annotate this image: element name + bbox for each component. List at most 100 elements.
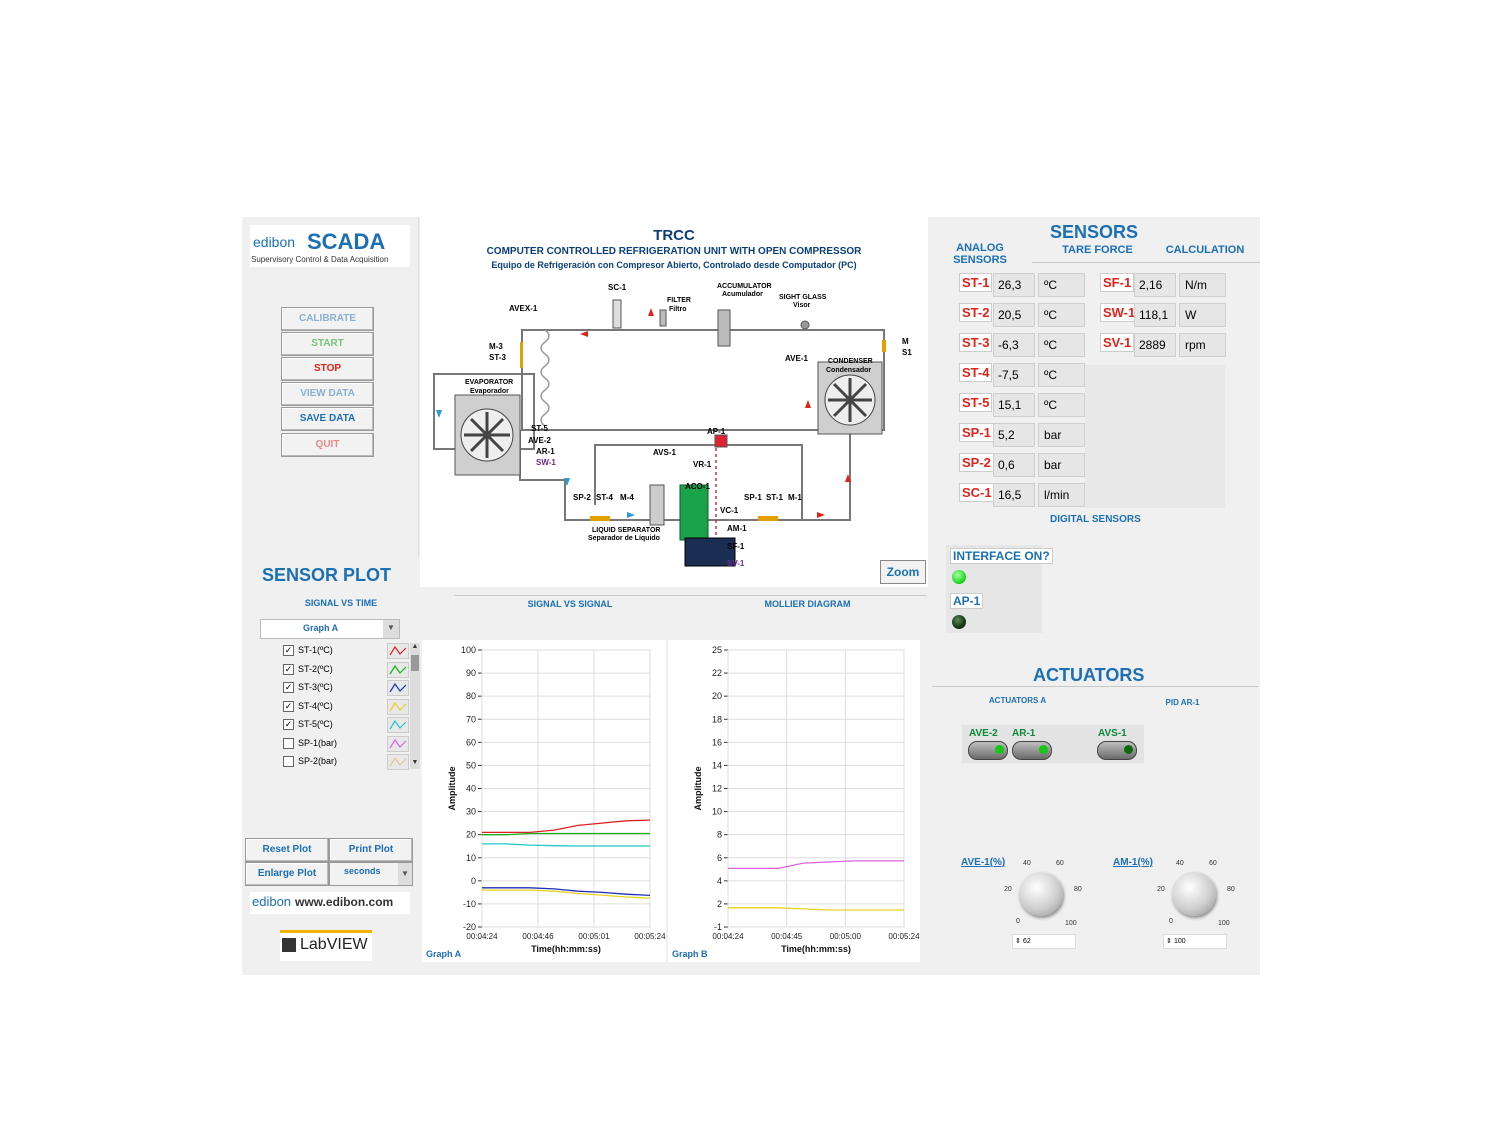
s1-probe bbox=[882, 340, 886, 352]
tab-pid-ar1[interactable]: PID AR-1 bbox=[1165, 698, 1200, 707]
channel-checkbox[interactable]: ✓ bbox=[283, 645, 294, 657]
x-axis-label: Time(hh:mm:ss) bbox=[781, 944, 851, 954]
y-axis-label: Amplitude bbox=[693, 767, 703, 811]
channel-row[interactable]: SP-1(bar) bbox=[283, 736, 337, 750]
compressor-body bbox=[679, 484, 709, 541]
y-tick-label: 0 bbox=[471, 876, 476, 886]
units-chevron-icon[interactable]: ▼ bbox=[398, 863, 412, 885]
stop-button[interactable]: STOP bbox=[281, 357, 374, 381]
sensor-unit-sp-2: bar bbox=[1038, 453, 1085, 477]
calibrate-button[interactable]: CALIBRATE bbox=[281, 307, 374, 331]
channel-label: ST-2(ºC) bbox=[298, 663, 333, 674]
label-m3: M-3 bbox=[489, 342, 503, 351]
channel-row[interactable]: ✓ ST-2(ºC) bbox=[283, 662, 333, 676]
channel-color-swatch[interactable] bbox=[387, 754, 409, 770]
scroll-thumb[interactable] bbox=[411, 655, 419, 671]
sensor-empty-area bbox=[1085, 365, 1225, 508]
label-ave2: AVE-2 bbox=[528, 436, 551, 445]
save-data-button[interactable]: SAVE DATA bbox=[281, 407, 374, 431]
graph-select[interactable]: Graph A ▼ bbox=[260, 619, 400, 639]
website-link[interactable]: www.edibon.com bbox=[295, 895, 394, 909]
channel-row[interactable]: ✓ST-1(ºC) bbox=[283, 643, 333, 657]
label-sw1: SW-1 bbox=[536, 458, 556, 467]
channel-checkbox[interactable]: ✓ bbox=[283, 682, 294, 694]
channel-color-swatch[interactable] bbox=[387, 698, 409, 715]
channel-row[interactable]: ✓ST-3(ºC) bbox=[283, 680, 333, 694]
chevron-down-icon[interactable]: ▼ bbox=[383, 620, 399, 638]
ave2-toggle[interactable] bbox=[968, 741, 1008, 760]
ave1-tick-20: 20 bbox=[1004, 886, 1012, 893]
sensor-tab-divider bbox=[1032, 262, 1260, 263]
channel-color-swatch[interactable] bbox=[387, 661, 409, 678]
tab-signal-vs-time[interactable]: SIGNAL VS TIME bbox=[304, 598, 378, 608]
label-am1: AM-1 bbox=[727, 524, 747, 533]
y-tick-label: 20 bbox=[712, 691, 722, 701]
avs1-toggle[interactable] bbox=[1097, 741, 1137, 760]
channel-checkbox[interactable] bbox=[283, 756, 294, 768]
tab-calculation[interactable]: CALCULATION bbox=[1165, 244, 1245, 256]
sensor-label-st-1: ST-1 bbox=[959, 273, 993, 292]
channel-row[interactable]: ✓ST-4(ºC) bbox=[283, 699, 333, 713]
ar1-toggle[interactable] bbox=[1012, 741, 1052, 760]
channel-row[interactable]: ✓ST-5(ºC) bbox=[283, 717, 333, 731]
channel-row[interactable]: SP-2(bar) bbox=[283, 754, 337, 768]
label-m4: M-4 bbox=[620, 493, 634, 502]
label-avs1: AVS-1 bbox=[653, 448, 676, 457]
channel-scrollbar[interactable]: ▲ ▼ bbox=[410, 643, 420, 769]
tab-actuators-a[interactable]: ACTUATORS A bbox=[988, 696, 1047, 705]
ave1-spinner-icon[interactable]: ⇕ bbox=[1015, 938, 1021, 945]
y-tick-label: 22 bbox=[712, 668, 722, 678]
ave1-knob[interactable] bbox=[1019, 872, 1063, 916]
am1-knob[interactable] bbox=[1172, 872, 1216, 916]
ave1-numeric-field[interactable]: ⇕62 bbox=[1012, 934, 1076, 949]
y-tick-label: 100 bbox=[461, 645, 476, 655]
print-plot-button[interactable]: Print Plot bbox=[329, 838, 413, 862]
time-units-select[interactable]: seconds ▼ bbox=[329, 862, 413, 886]
x-tick-label: 00:05:24 bbox=[634, 932, 666, 941]
enlarge-plot-button[interactable]: Enlarge Plot bbox=[245, 862, 329, 886]
tab-signal-vs-signal[interactable]: SIGNAL VS SIGNAL bbox=[527, 599, 613, 609]
edibon-footer-logo: edibon bbox=[252, 894, 292, 909]
ave1-tick-40: 40 bbox=[1023, 860, 1031, 867]
sensor-value-sv-1: 2889 bbox=[1134, 333, 1176, 357]
channel-color-swatch[interactable] bbox=[387, 680, 409, 696]
quit-button[interactable]: QUIT bbox=[281, 433, 374, 457]
series-line bbox=[728, 860, 904, 870]
channel-checkbox[interactable]: ✓ bbox=[283, 719, 294, 731]
start-button[interactable]: START bbox=[281, 332, 374, 356]
sensor-value-st-3: -6,3 bbox=[993, 333, 1035, 357]
ave2-toggle-label: AVE-2 bbox=[969, 728, 998, 739]
sensors-title: SENSORS bbox=[1050, 222, 1139, 242]
sensor-label-sw-1: SW-1 bbox=[1100, 303, 1139, 322]
scroll-down-icon[interactable]: ▼ bbox=[411, 759, 419, 766]
zoom-button[interactable]: Zoom bbox=[880, 560, 926, 584]
channel-checkbox[interactable]: ✓ bbox=[283, 663, 294, 675]
st4-probe bbox=[590, 516, 610, 521]
channel-color-swatch[interactable] bbox=[387, 643, 409, 659]
sensor-unit-st-5: ºC bbox=[1038, 393, 1085, 417]
reset-plot-button[interactable]: Reset Plot bbox=[245, 838, 329, 862]
sensor-unit-sv-1: rpm bbox=[1179, 333, 1226, 357]
ave1-tick-100: 100 bbox=[1065, 920, 1077, 927]
view-data-button[interactable]: VIEW DATA bbox=[281, 382, 374, 406]
x-tick-label: 00:05:24 bbox=[888, 932, 920, 941]
am1-spinner-icon[interactable]: ⇕ bbox=[1166, 938, 1172, 945]
tab-mollier-diagram[interactable]: MOLLIER DIAGRAM bbox=[764, 599, 851, 609]
tab-analog-sensors[interactable]: ANALOG SENSORS bbox=[953, 242, 1007, 266]
channel-color-swatch[interactable] bbox=[387, 735, 409, 752]
am1-tick-100: 100 bbox=[1218, 920, 1230, 927]
label-vc1: VC-1 bbox=[720, 506, 739, 515]
scroll-up-icon[interactable]: ▲ bbox=[411, 643, 419, 650]
channel-checkbox[interactable] bbox=[283, 737, 294, 749]
channel-checkbox[interactable]: ✓ bbox=[283, 700, 294, 712]
tab-tare-force[interactable]: TARE FORCE bbox=[1062, 244, 1133, 256]
y-tick-label: 10 bbox=[712, 807, 722, 817]
x-tick-label: 00:05:01 bbox=[578, 932, 610, 941]
label-sf1: SF-1 bbox=[727, 542, 745, 551]
label-s1: S1 bbox=[902, 348, 912, 357]
expansion-coil bbox=[540, 329, 550, 427]
label-vr1: VR-1 bbox=[693, 460, 712, 469]
channel-color-swatch[interactable] bbox=[387, 717, 409, 733]
condenser-fan-blades bbox=[828, 378, 872, 422]
am1-numeric-field[interactable]: ⇕100 bbox=[1163, 934, 1227, 949]
